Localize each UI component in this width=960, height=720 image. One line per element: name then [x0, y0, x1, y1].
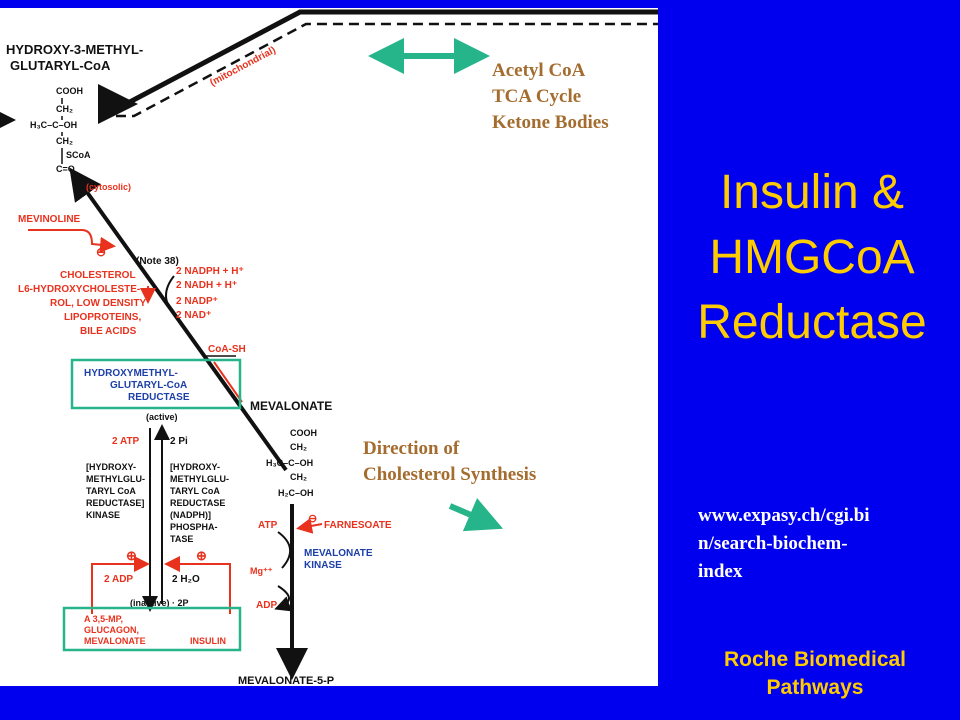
cofactor-list: 2 NADPH + H⁺ 2 NADH + H⁺ 2 NADP⁺ 2 NAD⁺ — [176, 266, 247, 321]
atp-label: ATP — [258, 520, 278, 531]
inactive-label: (inactive) · 2P — [130, 598, 189, 608]
title-line-3: Reductase — [697, 296, 927, 349]
mevalonate-structure: COOH CH₂ H₃C–C–OH CH₂ H₂C–OH — [266, 428, 317, 498]
adp-label: ADP — [256, 600, 277, 611]
mevalonate-5p-label: MEVALONATE-5-P — [238, 675, 334, 686]
credit-line-2: Pathways — [766, 676, 864, 699]
title-line-2: HMGCoA — [709, 231, 915, 284]
main-pathway-arrow — [69, 167, 288, 472]
svg-text:C=O: C=O — [56, 164, 75, 174]
hmg-coa-label-1: HYDROXY-3-METHYL- — [6, 42, 143, 57]
url-line-3: index — [698, 561, 743, 582]
hmg-coa-structure: COOH CH₂ H₃C–C–OH CH₂ SCoA C=O — [0, 86, 91, 174]
phosphatase-label: [HYDROXY- METHYLGLU- TARYL CoA REDUCTASE… — [170, 462, 232, 544]
note-tca-cycle: TCA Cycle — [492, 86, 582, 107]
stimulators-highlight-box — [62, 606, 242, 652]
slide-title: Insulin & HMGCoA Reductase — [664, 160, 960, 355]
active-label: (active) — [146, 412, 178, 422]
farnesoate-minus-icon: ⊖ — [308, 513, 317, 525]
inhibit-minus-icon: ⊖ — [96, 245, 106, 259]
hmg-coa-label-2: GLUTARYL-CoA — [10, 58, 111, 73]
pathway-svg: (mitochondrial) HYDROXY-3-METHYL- GLUTAR… — [0, 9, 658, 686]
note-38: (Note 38) — [136, 256, 179, 267]
title-line-1: Insulin & — [719, 166, 905, 219]
note-acetyl-coa: Acetyl CoA — [492, 60, 586, 81]
pathway-diagram: (mitochondrial) HYDROXY-3-METHYL- GLUTAR… — [0, 8, 658, 686]
enzyme-label: HYDROXYMETHYL- GLUTARYL-CoA REDUCTASE — [84, 368, 190, 403]
pi-right: 2 Pi — [170, 436, 188, 447]
adp-left: 2 ADP — [104, 574, 133, 585]
stimulators-label: A 3,5-MP, GLUCAGON, MEVALONATE — [84, 614, 146, 646]
direction-arrow-icon — [448, 498, 504, 532]
h2o-right: 2 H₂O — [172, 574, 200, 585]
insulin-label: INSULIN — [190, 636, 226, 646]
direction-note-line1: Direction of — [363, 438, 460, 459]
note-ketone-bodies: Ketone Bodies — [492, 112, 609, 133]
url-line-2: n/search-biochem- — [698, 533, 848, 554]
svg-text:CH₂: CH₂ — [56, 136, 73, 146]
source-url: www.expasy.ch/cgi.bi n/search-biochem- i… — [698, 502, 938, 586]
mevalonate-kinase-label: MEVALONATE KINASE — [304, 548, 375, 571]
kinase-label: [HYDROXY- METHYLGLU- TARYL CoA REDUCTASE… — [86, 462, 148, 520]
svg-text:CH₂: CH₂ — [290, 442, 307, 452]
mg-label: Mg⁺⁺ — [250, 566, 273, 576]
svg-text:H₃C–C–OH: H₃C–C–OH — [30, 120, 77, 130]
direction-note-line2: Cholesterol Synthesis — [363, 464, 537, 485]
source-credit: Roche Biomedical Pathways — [690, 646, 940, 702]
mevalonate-label: MEVALONATE — [250, 399, 332, 413]
coa-sh-label: CoA-SH — [208, 344, 246, 355]
svg-text:CH₂: CH₂ — [56, 104, 73, 114]
url-line-1: www.expasy.ch/cgi.bi — [698, 505, 870, 526]
svg-text:H₂C–OH: H₂C–OH — [278, 488, 314, 498]
plus-right-icon: ⊕ — [196, 548, 207, 563]
mitochondrial-label: (mitochondrial) — [208, 45, 277, 89]
svg-text:COOH: COOH — [290, 428, 317, 438]
cytosolic-label: (cytosolic) — [86, 182, 131, 192]
metabolic-note: Acetyl CoA TCA Cycle Ketone Bodies — [492, 58, 609, 136]
svg-text:HYDROXY-3-METHYL- GLUT: HYDROXY-3-METHYL- GLUTARYL-CoA — [6, 42, 147, 73]
svg-text:COOH: COOH — [56, 86, 83, 96]
svg-text:CH₂: CH₂ — [290, 472, 307, 482]
svg-text:SCoA: SCoA — [66, 150, 91, 160]
credit-line-1: Roche Biomedical — [723, 648, 907, 671]
enzyme-highlight-box — [70, 358, 242, 410]
direction-note: Direction of Cholesterol Synthesis — [363, 436, 536, 488]
atp-left: 2 ATP — [112, 436, 140, 447]
plus-left-icon: ⊕ — [126, 548, 137, 563]
mevinoline-label: MEVINOLINE — [18, 214, 81, 225]
farnesoate-label: FARNESOATE — [324, 520, 392, 531]
svg-text:H₃C–C–OH: H₃C–C–OH — [266, 458, 313, 468]
inhibitor-list: CHOLESTEROL L6-HYDROXYCHOLESTE- ROL, LOW… — [18, 270, 149, 337]
